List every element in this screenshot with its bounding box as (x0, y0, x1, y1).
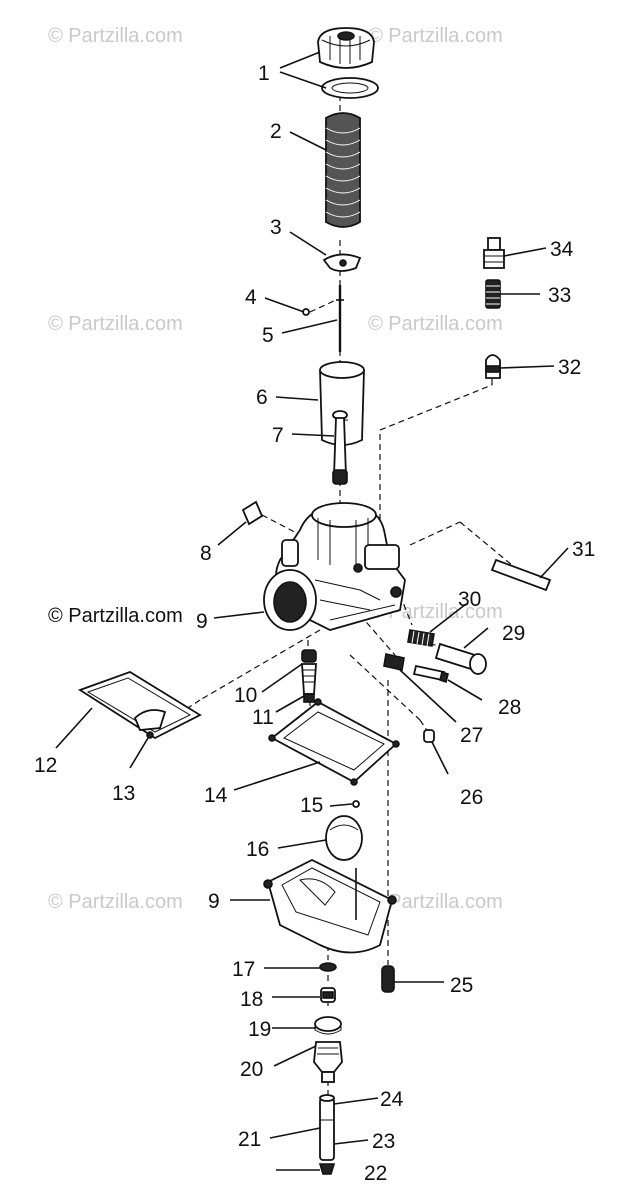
callout-label: 15 (300, 794, 323, 817)
callout-label: 11 (252, 706, 274, 729)
adjuster-part (483, 237, 505, 269)
watermark: © Partzilla.com (48, 891, 183, 913)
callout-label: 7 (272, 424, 284, 447)
main-jet-part (320, 987, 336, 1003)
callout-label: 24 (380, 1088, 404, 1111)
callout-label: 9 (196, 610, 208, 633)
adjust-spring-part (407, 629, 435, 647)
callout-label: 26 (460, 786, 483, 809)
callout-label: 13 (112, 782, 135, 805)
plug-part (241, 500, 264, 526)
callout-labels: 1 2 3 4 5 6 7 8 9 10 11 12 13 14 15 16 9… (34, 62, 595, 1185)
callout-label: 22 (364, 1162, 387, 1185)
callout-label: 2 (270, 120, 282, 143)
needle-jet-part (332, 410, 348, 485)
spring-part (325, 112, 361, 228)
throttle-slide-part (319, 361, 365, 446)
leader-lines (55, 51, 569, 1171)
cap-part (317, 27, 375, 69)
drain-tube-part (318, 1094, 336, 1175)
rod-part (490, 558, 552, 592)
carburetor-body-part (263, 502, 406, 631)
watermark: © Partzilla.com (48, 25, 183, 47)
callout-label: 33 (548, 284, 571, 307)
ball-part (352, 800, 360, 808)
callout-label: 23 (372, 1130, 395, 1153)
watermark: © Partzilla.com (368, 601, 503, 623)
callout-label: 17 (232, 958, 255, 981)
callout-label: 20 (240, 1058, 263, 1081)
callout-label: 32 (558, 356, 581, 379)
watermark: © Partzilla.com (48, 605, 183, 627)
float-bowl-part (263, 858, 397, 954)
callout-label: 12 (34, 754, 57, 777)
callout-label: 29 (502, 622, 525, 645)
callout-label: 1 (258, 62, 270, 85)
callout-label: 8 (200, 542, 212, 565)
float-part (325, 815, 363, 861)
callout-label: 30 (458, 588, 481, 611)
nut-part (314, 1016, 342, 1035)
jet-holder-part (313, 1041, 343, 1083)
watermark: © Partzilla.com (368, 313, 503, 335)
bracket-part (77, 671, 202, 740)
needle-part (336, 285, 344, 352)
watermark: © Partzilla.com (368, 25, 503, 47)
callout-label: 5 (262, 324, 274, 347)
callout-label: 28 (498, 696, 521, 719)
watermark: © Partzilla.com (48, 313, 183, 335)
callout-label: 31 (572, 538, 595, 561)
adjust-screw-part (434, 642, 487, 675)
idle-screw-part (412, 664, 449, 684)
callout-label: 4 (245, 286, 257, 309)
callout-label: 18 (240, 988, 263, 1011)
gasket-ring-part (321, 77, 379, 99)
callout-label: 6 (256, 386, 268, 409)
callout-label: 16 (246, 838, 269, 861)
pilot-jet-part (301, 649, 317, 703)
nipple-part (485, 354, 501, 379)
callout-label: 3 (270, 216, 282, 239)
callout-label: 19 (248, 1018, 271, 1041)
fitting-part (423, 729, 435, 743)
drain-screw-part (381, 965, 395, 993)
watermark: © Partzilla.com (368, 891, 503, 913)
callout-label: 21 (238, 1128, 261, 1151)
callout-label: 34 (550, 238, 574, 261)
idle-spring-part (383, 653, 405, 671)
callout-label: 25 (450, 974, 473, 997)
callout-label: 9 (208, 890, 220, 913)
callout-label: 27 (460, 724, 483, 747)
float-bowl-gasket-part (268, 698, 400, 786)
small-spring-part (485, 279, 501, 309)
callout-label: 14 (204, 784, 228, 807)
washer-part (319, 962, 337, 972)
callout-label: 10 (234, 684, 257, 707)
plate-part (322, 253, 362, 272)
